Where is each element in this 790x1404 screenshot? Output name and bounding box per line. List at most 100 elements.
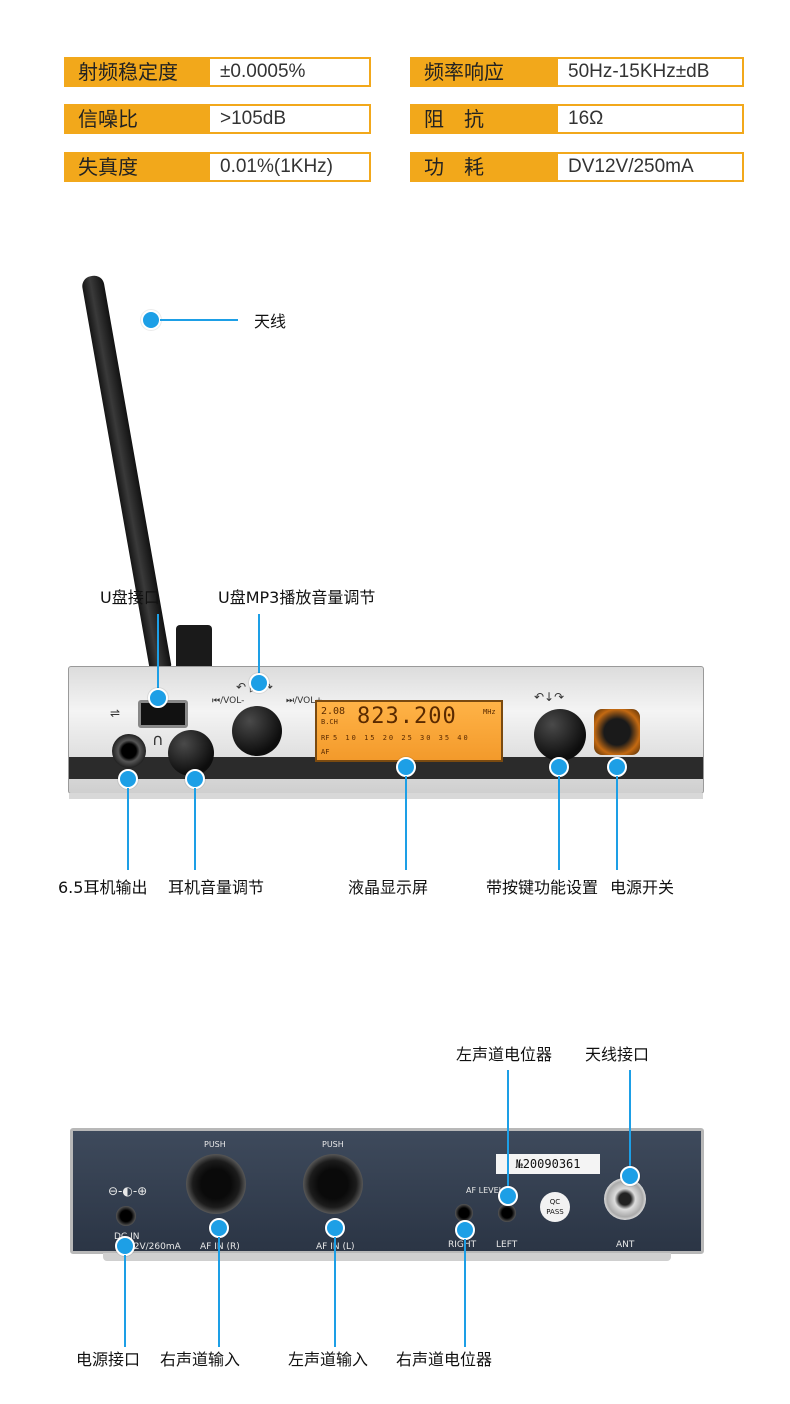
callout-dot-left-input xyxy=(325,1218,345,1238)
callout-dot-antenna-port xyxy=(620,1166,640,1186)
label-right-pot: 右声道电位器 xyxy=(396,1350,493,1369)
front-panel-foot xyxy=(69,793,703,799)
left-text: LEFT xyxy=(496,1240,518,1250)
callout-line-left-input xyxy=(334,1237,336,1347)
rotate-arrows-icon: ↶↓↷ xyxy=(534,690,565,704)
spec-value: DV12V/250mA xyxy=(568,156,694,177)
spec-value: >105dB xyxy=(220,108,287,129)
spec-key: 功 耗 xyxy=(412,154,558,180)
dc-polarity-icon: ⊖-◐-⊕ xyxy=(108,1184,148,1198)
callout-line-antenna-port xyxy=(629,1070,631,1168)
lcd-display-image: 2.08 B.CH 823.200 MHz RF 5 10 15 20 25 3… xyxy=(315,700,503,762)
callout-line-function-knob xyxy=(558,776,560,870)
callout-dot-lcd xyxy=(396,757,416,777)
usb-icon: ⇌ xyxy=(110,706,121,720)
callout-dot-right-pot xyxy=(455,1220,475,1240)
lcd-frequency: 823.200 xyxy=(357,704,457,729)
callout-dot-headphone-volume xyxy=(185,769,205,789)
callout-line-antenna xyxy=(160,319,238,321)
callout-line-power-switch xyxy=(616,776,618,870)
headphone-volume-knob-image xyxy=(168,730,214,776)
af-level-text: AF LEVEL xyxy=(466,1186,504,1195)
spec-value: 50Hz-15KHz±dB xyxy=(568,61,710,82)
label-power-switch: 电源开关 xyxy=(610,878,675,897)
callout-line-usb xyxy=(157,614,159,690)
label-left-pot: 左声道电位器 xyxy=(456,1045,553,1064)
label-usb-port: U盘接口 xyxy=(100,588,160,607)
callout-dot-power-switch xyxy=(607,757,627,777)
label-antenna: 天线 xyxy=(254,312,287,331)
front-panel-band xyxy=(69,757,703,779)
dc-jack-image xyxy=(116,1206,136,1226)
label-power-port: 电源接口 xyxy=(76,1350,141,1369)
lcd-scale: 5 10 15 20 25 30 35 40 xyxy=(333,734,470,742)
spec-row-power-consumption: 功 耗 DV12V/250mA xyxy=(410,152,744,182)
callout-dot-right-input xyxy=(209,1218,229,1238)
antenna-image xyxy=(80,274,172,672)
label-mp3-volume: U盘MP3播放音量调节 xyxy=(218,588,376,607)
left-pot-image xyxy=(498,1204,516,1222)
pass-text: PASS xyxy=(546,1208,564,1216)
label-lcd: 液晶显示屏 xyxy=(348,878,429,897)
spec-row-snr: 信噪比 >105dB xyxy=(64,104,371,134)
xlr-right-image xyxy=(186,1154,246,1214)
callout-line-power-port xyxy=(124,1255,126,1347)
label-function-knob: 带按键功能设置 xyxy=(486,878,599,897)
label-headphone-out: 6.5耳机输出 xyxy=(58,878,148,897)
spec-row-distortion: 失真度 0.01%(1KHz) xyxy=(64,152,371,182)
spec-row-rf-stability: 射频稳定度 ±0.0005% xyxy=(64,57,371,87)
callout-line-right-input xyxy=(218,1237,220,1347)
qc-text: QC xyxy=(549,1198,561,1206)
label-antenna-port: 天线接口 xyxy=(585,1045,650,1064)
headphone-icon: ∩ xyxy=(152,730,164,749)
mp3-volume-knob-image xyxy=(232,706,282,756)
push-text-l: PUSH xyxy=(322,1140,344,1149)
right-text: RIGHT xyxy=(448,1240,477,1250)
spec-key: 失真度 xyxy=(66,154,210,180)
push-text-r: PUSH xyxy=(204,1140,226,1149)
callout-dot-antenna xyxy=(141,310,161,330)
callout-line-lcd xyxy=(405,776,407,870)
spec-row-impedance: 阻 抗 16Ω xyxy=(410,104,744,134)
spec-key: 阻 抗 xyxy=(412,106,558,132)
callout-line-left-pot xyxy=(507,1070,509,1188)
callout-dot-power-port xyxy=(115,1236,135,1256)
vol-minus-text: ⏮/VOL- xyxy=(212,696,245,706)
xlr-left-image xyxy=(303,1154,363,1214)
antenna-base-image xyxy=(176,625,212,671)
label-headphone-volume: 耳机音量调节 xyxy=(168,878,265,897)
back-panel-image xyxy=(70,1128,704,1261)
label-right-input: 右声道输入 xyxy=(160,1350,241,1369)
callout-dot-usb xyxy=(148,688,168,708)
callout-dot-left-pot xyxy=(498,1186,518,1206)
spec-key: 信噪比 xyxy=(66,106,210,132)
label-left-input: 左声道输入 xyxy=(288,1350,369,1369)
callout-line-mp3-volume xyxy=(258,614,260,676)
callout-dot-headphone-out xyxy=(118,769,138,789)
right-pot-image xyxy=(455,1204,473,1222)
lcd-af: AF xyxy=(321,748,330,756)
callout-line-headphone-volume xyxy=(194,788,196,870)
callout-dot-function-knob xyxy=(549,757,569,777)
headphone-jack-image xyxy=(112,734,146,768)
function-knob-image xyxy=(534,709,586,761)
lcd-unit: MHz xyxy=(483,708,496,716)
spec-value: ±0.0005% xyxy=(220,61,306,82)
callout-line-right-pot xyxy=(464,1239,466,1347)
spec-row-frequency-response: 频率响应 50Hz-15KHz±dB xyxy=(410,57,744,87)
power-spec-text: 12V/260mA xyxy=(128,1242,181,1252)
power-button-image xyxy=(594,709,640,755)
spec-key: 频率响应 xyxy=(412,59,558,85)
spec-key: 射频稳定度 xyxy=(66,59,210,85)
lcd-channel: 2.08 xyxy=(321,706,346,717)
qc-pass-badge: QC PASS xyxy=(540,1192,570,1222)
ant-text: ANT xyxy=(616,1240,635,1250)
vol-plus-text: ⏭/VOL+ xyxy=(286,696,323,706)
spec-value: 0.01%(1KHz) xyxy=(220,156,333,177)
lcd-rf: RF xyxy=(321,734,330,742)
callout-line-headphone-out xyxy=(127,788,129,870)
serial-number: №20090361 xyxy=(496,1154,600,1174)
spec-value: 16Ω xyxy=(568,108,604,129)
back-panel-foot xyxy=(103,1253,671,1261)
lcd-bch: B.CH xyxy=(321,718,338,726)
